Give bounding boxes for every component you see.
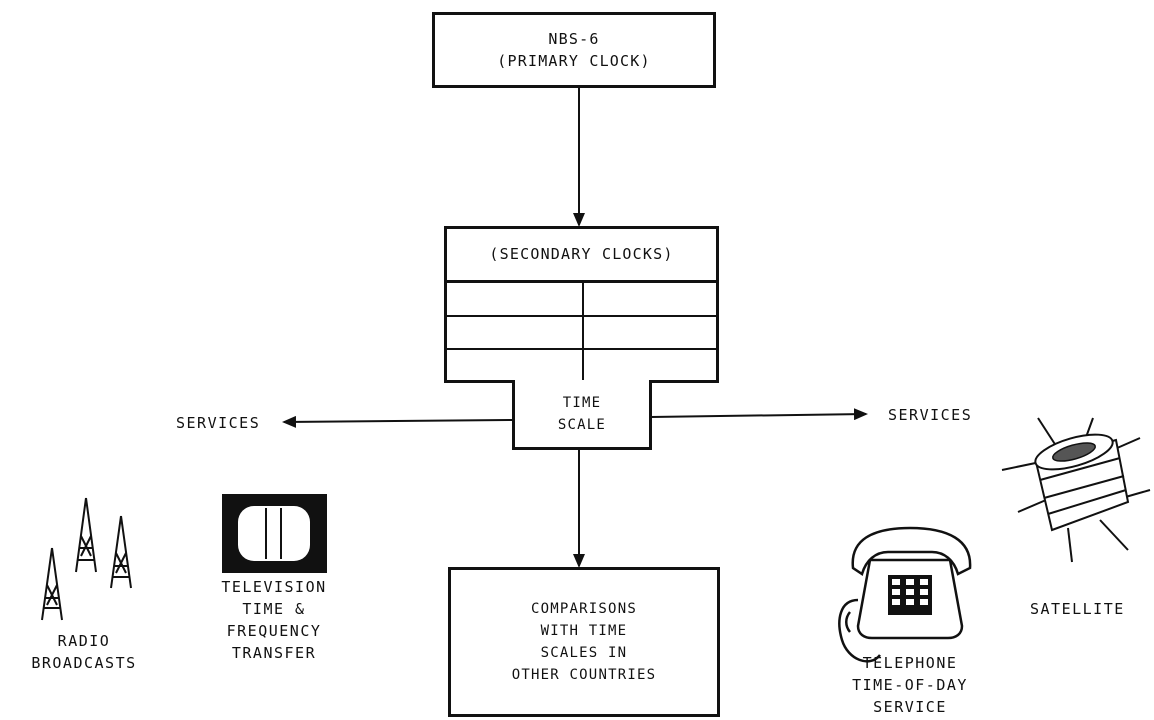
grid-row-divider	[447, 348, 716, 350]
radio-line1: RADIO	[57, 632, 111, 650]
grid-column-divider	[582, 283, 584, 383]
time-scale-line2: SCALE	[557, 416, 607, 433]
services-left-label: SERVICES	[176, 414, 261, 432]
secondary-clocks-label: (SECONDARY CLOCKS)	[447, 229, 716, 283]
television-line2: TIME &	[242, 600, 306, 618]
comparisons-line3: SCALES IN	[540, 645, 628, 661]
secondary-clocks-box: (SECONDARY CLOCKS)	[444, 226, 719, 383]
arrow-timescale-to-left-services	[282, 415, 514, 428]
comparisons-box: COMPARISONS WITH TIME SCALES IN OTHER CO…	[448, 567, 720, 717]
services-right-label: SERVICES	[888, 406, 973, 424]
comparisons-line2: WITH TIME	[540, 623, 628, 639]
radio-line2: BROADCASTS	[31, 654, 137, 672]
primary-clock-box: NBS-6 (PRIMARY CLOCK)	[432, 12, 716, 88]
television-line3: FREQUENCY	[226, 622, 322, 640]
comparisons-line1: COMPARISONS	[531, 601, 637, 617]
radio-broadcasts-label: RADIO BROADCASTS	[14, 630, 154, 674]
grid-row-divider	[447, 315, 716, 317]
television-line1: TELEVISION	[221, 578, 327, 596]
telephone-line3: SERVICE	[873, 698, 947, 716]
arrow-timescale-to-right-services	[650, 408, 868, 421]
television-label: TELEVISION TIME & FREQUENCY TRANSFER	[194, 576, 354, 664]
primary-clock-label: (PRIMARY CLOCK)	[497, 52, 651, 70]
secondary-clocks-grid	[447, 283, 716, 383]
telephone-label: TELEPHONE TIME-OF-DAY SERVICE	[835, 652, 985, 718]
television-line4: TRANSFER	[231, 644, 317, 662]
comparisons-line4: OTHER COUNTRIES	[511, 667, 657, 683]
telephone-line1: TELEPHONE	[862, 654, 958, 672]
primary-clock-name: NBS-6	[548, 30, 600, 48]
time-scale-line1: TIME	[562, 394, 602, 411]
satellite-label: SATELLITE	[1030, 600, 1125, 618]
time-scale-box: TIME SCALE	[512, 380, 652, 450]
telephone-line2: TIME-OF-DAY	[852, 676, 968, 694]
